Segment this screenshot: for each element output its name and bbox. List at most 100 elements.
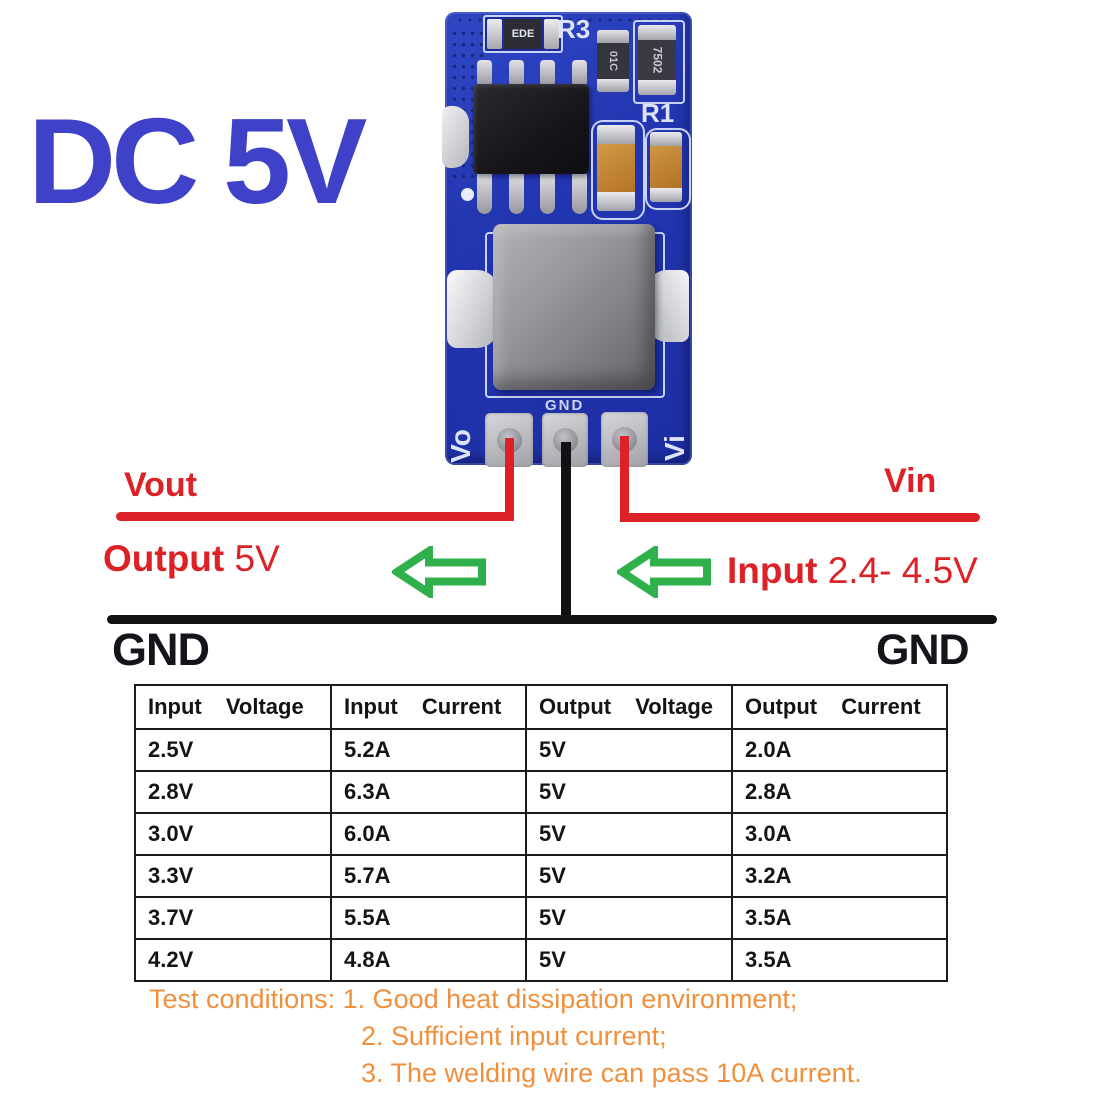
ic-lead xyxy=(571,172,587,214)
ic-leads-top xyxy=(477,60,587,86)
silkscreen-outline xyxy=(591,120,645,220)
vout-label: Vout xyxy=(124,466,198,504)
cell-input-voltage: 3.3V xyxy=(134,854,332,898)
cell-input-voltage: 4.2V xyxy=(134,938,332,982)
vin-label: Vin xyxy=(884,462,937,500)
cell-output-current: 2.0A xyxy=(731,728,948,772)
ic-lead xyxy=(477,60,492,86)
output-word: Output xyxy=(103,538,225,579)
capacitor-terminal xyxy=(650,132,682,146)
cell-output-current: 3.5A xyxy=(731,896,948,940)
table-row: 4.2V 4.8A 5V 3.5A xyxy=(134,938,948,982)
input-voltage-label: Input 2.4- 4.5V xyxy=(727,550,978,592)
table-row: 3.3V 5.7A 5V 3.2A xyxy=(134,854,948,898)
table-row: 3.0V 6.0A 5V 3.0A xyxy=(134,812,948,856)
gnd-label-right: GND xyxy=(876,626,970,674)
cell-input-current: 4.8A xyxy=(330,938,527,982)
cell-input-voltage: 3.0V xyxy=(134,812,332,856)
silkscreen-outline xyxy=(633,20,685,104)
soic8-chip xyxy=(473,84,589,174)
capacitor-terminal xyxy=(650,188,682,202)
spec-table: Input Voltage Input Current Output Volta… xyxy=(134,684,948,982)
table-row: 2.8V 6.3A 5V 2.8A xyxy=(134,770,948,814)
input-word: Input xyxy=(727,550,818,591)
silkscreen-dot xyxy=(461,188,474,201)
silkscreen-outline xyxy=(645,128,691,210)
header-input-current: Input Current xyxy=(330,684,527,730)
header-output-voltage: Output Voltage xyxy=(525,684,733,730)
silkscreen-r3-label: R3 xyxy=(557,14,591,44)
cell-input-current: 6.3A xyxy=(330,770,527,814)
resistor-terminal xyxy=(638,25,676,40)
ic-lead xyxy=(571,60,587,86)
capacitor-terminal xyxy=(597,125,635,144)
cell-output-voltage: 5V xyxy=(525,812,733,856)
cell-output-current: 3.2A xyxy=(731,854,948,898)
cell-output-voltage: 5V xyxy=(525,728,733,772)
vout-wire-vertical xyxy=(505,438,514,521)
cell-output-current: 3.5A xyxy=(731,938,948,982)
ic-leads-bottom xyxy=(477,172,587,214)
silkscreen-gnd-label: GND xyxy=(545,397,585,414)
silkscreen-r1-label: R1 xyxy=(641,98,675,128)
resistor-a: 01C xyxy=(597,30,629,92)
cell-output-voltage: 5V xyxy=(525,896,733,940)
resistor-b: 7502 xyxy=(638,25,676,95)
capacitor-body xyxy=(650,146,682,188)
resistor-terminal xyxy=(597,30,629,43)
cell-output-voltage: 5V xyxy=(525,938,733,982)
output-direction-arrow-icon xyxy=(392,546,486,598)
input-value: 2.4- 4.5V xyxy=(827,550,978,591)
capacitor-terminal xyxy=(597,192,635,211)
capacitor-body xyxy=(597,144,635,192)
small-inductor-component: EDE xyxy=(483,15,563,53)
gnd-wire-vertical xyxy=(561,442,571,624)
cell-input-current: 6.0A xyxy=(330,812,527,856)
cell-input-voltage: 2.5V xyxy=(134,728,332,772)
cell-input-current: 5.7A xyxy=(330,854,527,898)
ic-lead xyxy=(540,60,556,86)
ic-lead xyxy=(477,172,492,214)
resistor-body: 01C xyxy=(597,43,629,79)
component-terminal xyxy=(487,19,502,49)
ic-lead xyxy=(540,172,556,214)
table-header-row: Input Voltage Input Current Output Volta… xyxy=(134,684,948,730)
test-condition-1: Test conditions: 1. Good heat dissipatio… xyxy=(149,984,798,1014)
solder-blob-left xyxy=(447,270,499,348)
component-terminal xyxy=(544,19,559,49)
table-row: 2.5V 5.2A 5V 2.0A xyxy=(134,728,948,772)
pcb-board: EDE R3 01C 7502 R1 xyxy=(442,12,692,467)
cell-output-voltage: 5V xyxy=(525,770,733,814)
header-output-current: Output Current xyxy=(731,684,948,730)
cell-output-current: 2.8A xyxy=(731,770,948,814)
resistor-terminal xyxy=(638,80,676,95)
test-condition-2: 2. Sufficient input current; xyxy=(361,1021,667,1051)
output-voltage-label: Output 5V xyxy=(103,538,280,580)
cell-input-current: 5.2A xyxy=(330,728,527,772)
ic-lead xyxy=(508,172,524,214)
vout-wire-horizontal xyxy=(116,512,514,521)
vin-wire-horizontal xyxy=(620,513,980,522)
power-inductor xyxy=(493,224,655,390)
cell-input-current: 5.5A xyxy=(330,896,527,940)
cell-output-current: 3.0A xyxy=(731,812,948,856)
gnd-bus-line xyxy=(107,615,997,624)
capacitor-b xyxy=(650,132,682,202)
cell-input-voltage: 3.7V xyxy=(134,896,332,940)
resistor-body: 7502 xyxy=(638,40,676,80)
via-dots-top xyxy=(455,16,675,26)
solder-blob xyxy=(442,106,469,168)
cell-input-voltage: 2.8V xyxy=(134,770,332,814)
resistor-terminal xyxy=(597,79,629,92)
output-value: 5V xyxy=(234,538,280,579)
cell-output-voltage: 5V xyxy=(525,854,733,898)
header-input-voltage: Input Voltage xyxy=(134,684,332,730)
gnd-label-left: GND xyxy=(112,624,210,675)
table-row: 3.7V 5.5A 5V 3.5A xyxy=(134,896,948,940)
input-direction-arrow-icon xyxy=(617,546,711,598)
ic-lead xyxy=(508,60,524,86)
test-condition-3: 3. The welding wire can pass 10A current… xyxy=(361,1058,862,1088)
silkscreen-vo-label: Vo xyxy=(445,429,476,463)
capacitor-a xyxy=(597,125,635,211)
vin-wire-vertical xyxy=(620,436,629,522)
